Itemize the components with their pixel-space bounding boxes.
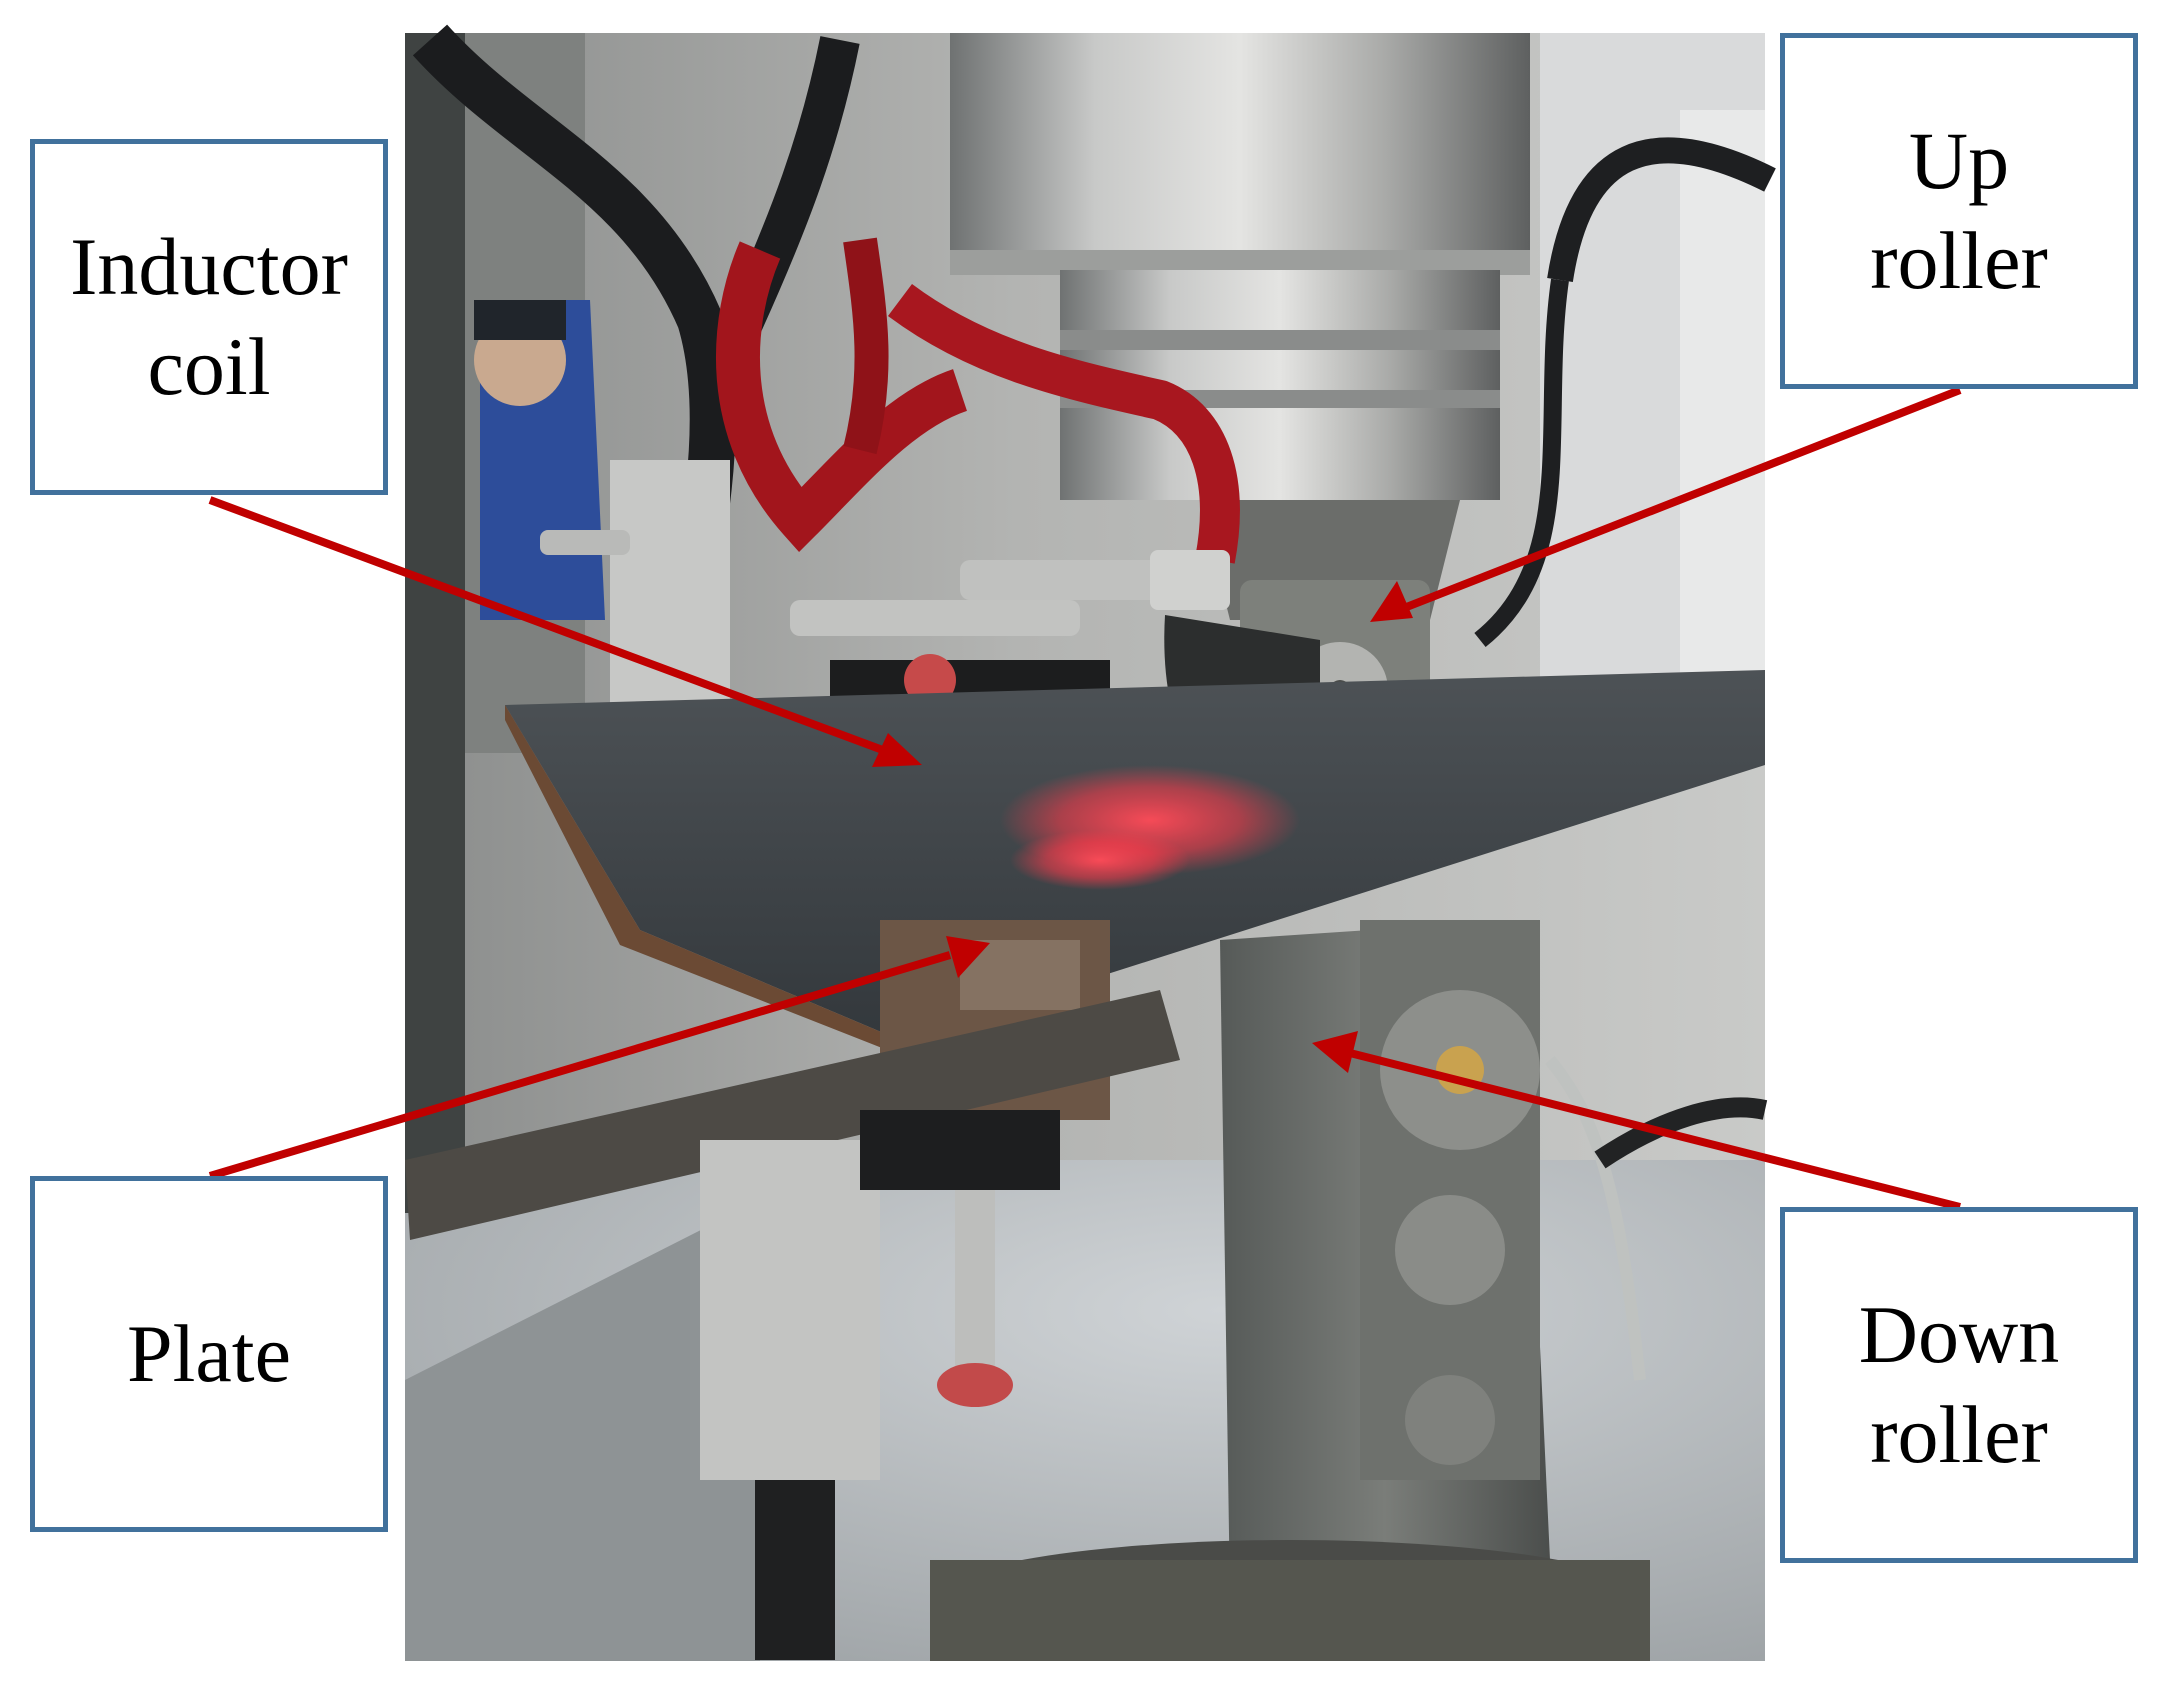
arrow-down-roller [1312, 1031, 1961, 1211]
label-down-roller-line1: Down [1858, 1288, 2060, 1380]
arrow-up-roller [1370, 386, 1962, 622]
label-inductor-coil: Inductor coil [30, 139, 388, 495]
callout-arrows [208, 386, 1962, 1211]
label-inductor-coil-line2: coil [147, 321, 271, 412]
label-down-roller-line2: roller [1870, 1389, 2048, 1480]
label-plate-line1: Plate [127, 1307, 291, 1399]
photo [405, 24, 1776, 1661]
arrow-inductor-coil [208, 496, 922, 767]
label-up-roller-line1: Up [1908, 114, 2010, 206]
label-up-roller-line2: roller [1870, 215, 2048, 306]
arrow-plate [208, 936, 990, 1180]
label-down-roller: Down roller [1780, 1207, 2138, 1563]
label-plate: Plate [30, 1176, 388, 1532]
label-inductor-coil-line1: Inductor [70, 220, 348, 312]
label-up-roller: Up roller [1780, 33, 2138, 389]
